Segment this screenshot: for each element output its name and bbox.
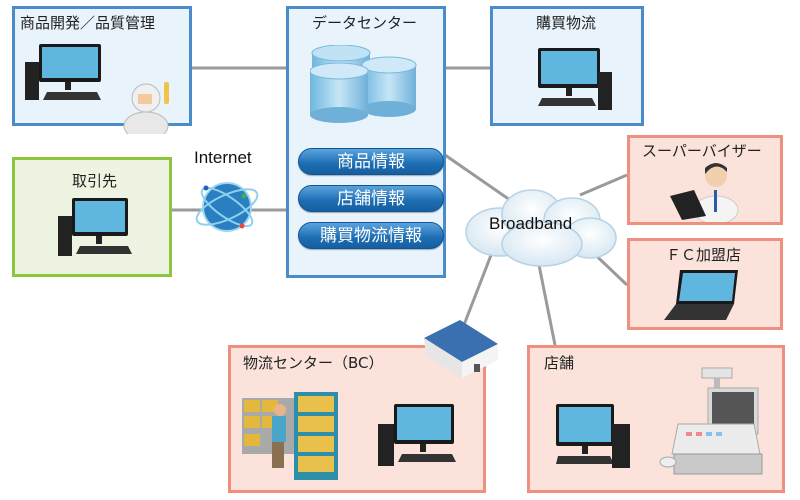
warehouse-worker-shelves-icon bbox=[242, 392, 338, 480]
info-button-store[interactable]: 店舗情報 bbox=[298, 185, 444, 212]
node-fc-store-label: ＦＣ加盟店 bbox=[666, 246, 742, 264]
laptop-icon bbox=[664, 270, 738, 320]
info-button-product[interactable]: 商品情報 bbox=[298, 148, 444, 175]
internet-label: Internet bbox=[194, 148, 252, 167]
pos-register-icon bbox=[659, 367, 763, 475]
database-icon bbox=[310, 45, 417, 123]
node-store-label: 店舗 bbox=[544, 354, 575, 372]
warehouse-building-icon bbox=[424, 320, 498, 378]
line-broadband-store bbox=[535, 254, 557, 346]
desktop-computer-icon bbox=[378, 404, 456, 466]
globe-icon[interactable] bbox=[192, 176, 262, 238]
person-with-laptop-icon bbox=[670, 163, 739, 222]
info-button-purchasing-logistics[interactable]: 購買物流情報 bbox=[298, 222, 444, 249]
node-purchasing-label: 購買物流 bbox=[536, 14, 597, 32]
node-partner-label: 取引先 bbox=[72, 172, 118, 190]
desktop-computer-icon bbox=[538, 48, 612, 110]
line-broadband-supervisor bbox=[579, 173, 628, 197]
line-broadband-logistics bbox=[460, 249, 495, 331]
desktop-computer-icon bbox=[25, 44, 101, 100]
node-supervisor-label: スーパーバイザー bbox=[642, 142, 762, 160]
lab-worker-icon bbox=[123, 82, 169, 134]
desktop-computer-icon bbox=[556, 404, 630, 468]
node-data-center-label: データセンター bbox=[312, 14, 418, 32]
line-datacenter-broadband bbox=[444, 153, 511, 202]
node-product-dev-label: 商品開発／品質管理 bbox=[20, 14, 156, 32]
node-product-dev[interactable] bbox=[12, 6, 192, 126]
cloud-icon[interactable] bbox=[462, 186, 622, 268]
desktop-computer-icon bbox=[58, 198, 132, 256]
broadband-label: Broadband bbox=[489, 214, 573, 233]
node-logistics-center-label: 物流センター（BC） bbox=[243, 354, 384, 372]
